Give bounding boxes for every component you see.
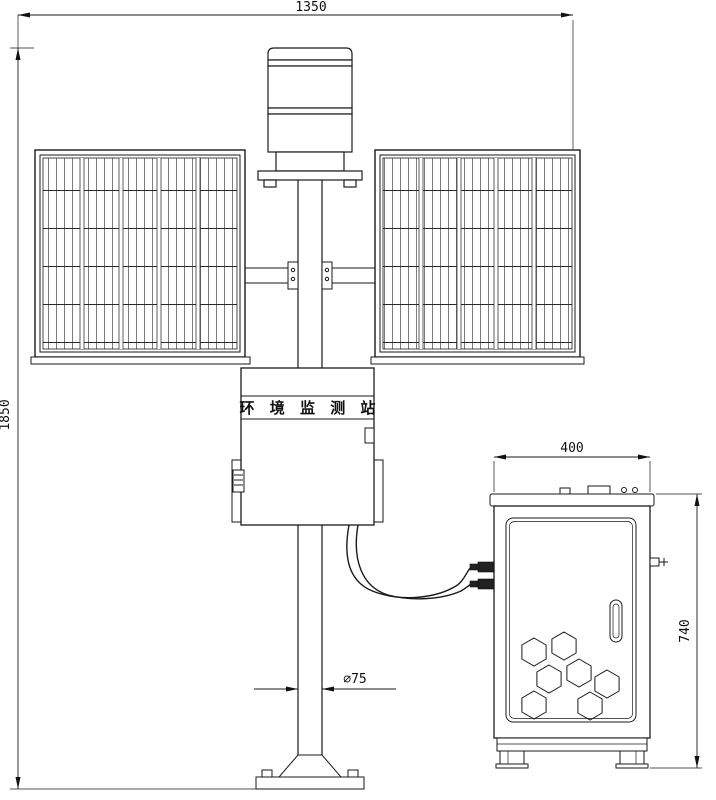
control-box-side-connector	[232, 469, 245, 493]
hexagon-decoration	[521, 631, 620, 721]
panel-grid-right	[382, 157, 573, 350]
weather-sensor	[257, 47, 363, 188]
pole-flare	[277, 754, 343, 778]
control-box: 环 境 监 测 站	[231, 367, 384, 526]
equipment-cabinet	[489, 485, 668, 769]
cabinet-foot-left	[495, 750, 529, 769]
solar-panel-left	[30, 149, 251, 365]
sensor-flange	[257, 170, 363, 181]
dimension-cabinet-height: 740	[650, 493, 702, 769]
door-handle	[609, 599, 623, 643]
pole-base-plate	[255, 776, 365, 790]
dimension-pole-diameter-label: ∅75	[343, 672, 366, 687]
dimension-overall-height: 1850	[0, 47, 256, 790]
cabinet-base	[496, 737, 648, 752]
solar-panel-right	[370, 149, 585, 365]
cabinet-side-connector	[649, 557, 668, 567]
panel-grid-left	[42, 157, 238, 350]
cable-plug-2	[477, 578, 495, 590]
dimension-cabinet-width: 400	[493, 441, 651, 492]
control-box-latch	[364, 427, 375, 444]
support-arm	[245, 261, 375, 290]
cable-plug-1	[477, 561, 495, 573]
cabinet-top	[489, 493, 655, 507]
control-box-bracket-right	[373, 459, 384, 523]
arm-clamp-left	[287, 261, 299, 290]
panel-bottom-rail-left	[30, 356, 251, 365]
dimension-overall-height-label: 1850	[0, 399, 13, 430]
cabinet-foot-right	[615, 750, 649, 769]
arm-clamp-right	[321, 261, 333, 290]
signal-cable	[346, 524, 495, 600]
cabinet-door	[505, 517, 637, 723]
dimension-cabinet-width-label: 400	[560, 441, 583, 456]
dimension-overall-width: 1350	[17, 0, 574, 149]
dimension-pole-diameter: ∅75	[254, 672, 396, 692]
dimension-cabinet-height-label: 740	[678, 619, 693, 642]
dimension-overall-width-label: 1350	[295, 0, 326, 15]
cabinet-body	[493, 505, 651, 739]
control-box-label: 环 境 监 测 站	[240, 399, 381, 417]
panel-bottom-rail-right	[370, 356, 585, 365]
